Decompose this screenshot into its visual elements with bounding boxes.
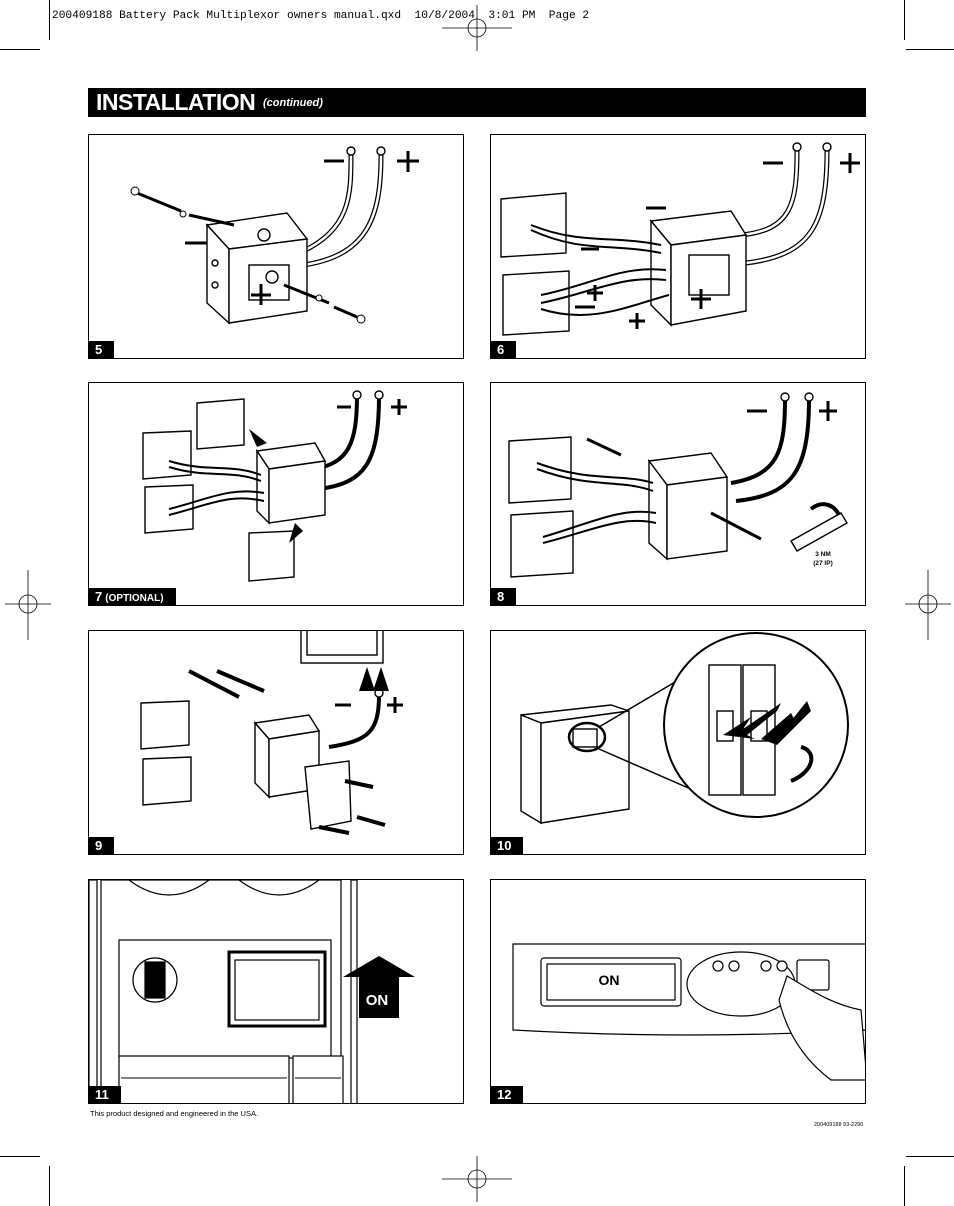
on-arrow-label: ON <box>365 992 389 1009</box>
step-number-7: 7 <box>95 589 103 604</box>
step-panel-6: 6 <box>490 134 866 359</box>
footer-code: 200409188 93-2290 <box>814 1122 864 1128</box>
section-banner: INSTALLATION (continued) <box>88 88 866 117</box>
step-number-6: 6 <box>497 342 505 357</box>
step-7-optional-label: (OPTIONAL) <box>105 593 164 604</box>
step-panel-7: 7(OPTIONAL) <box>88 382 464 606</box>
step-number-12: 12 <box>497 1087 512 1102</box>
torque-label: 3 NM <box>815 551 831 558</box>
step-10-illustration <box>520 632 849 825</box>
step-number-10: 10 <box>497 838 512 853</box>
step-5-illustration <box>130 146 419 325</box>
section-title: INSTALLATION <box>96 89 256 115</box>
step-number-8: 8 <box>497 589 505 604</box>
step-number-9: 9 <box>95 838 103 853</box>
footer-note: This product designed and engineered in … <box>90 1109 259 1118</box>
step-7-illustration <box>142 390 407 582</box>
step-panel-12: ON 12 <box>490 879 866 1104</box>
step-12-illustration <box>512 943 865 1081</box>
step-number-11: 11 <box>95 1087 109 1102</box>
display-on-text: ON <box>598 972 620 988</box>
step-8-illustration <box>508 392 848 578</box>
torque-alt-label: (27 IP) <box>813 560 833 567</box>
step-panel-10: 10 <box>490 630 866 855</box>
step-panel-8: 3 NM (27 IP) 8 <box>490 382 866 606</box>
print-slug: 200409188 Battery Pack Multiplexor owner… <box>52 10 590 22</box>
step-panel-9: 9 <box>88 630 464 855</box>
step-9-illustration <box>140 631 403 835</box>
step-panel-5: 5 <box>88 134 464 359</box>
step-panel-11: ON 11 <box>88 879 464 1104</box>
step-number-5: 5 <box>95 342 103 357</box>
step-6-illustration <box>500 142 860 336</box>
section-subtitle: (continued) <box>263 97 323 109</box>
step-11-illustration <box>89 880 415 1103</box>
